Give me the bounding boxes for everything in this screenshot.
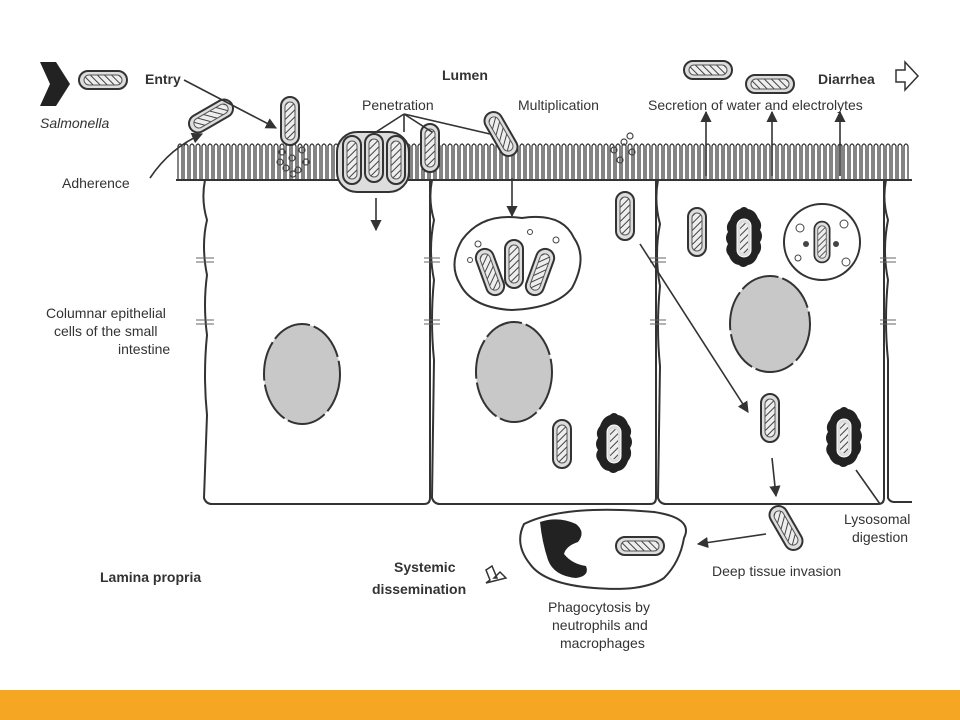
bacterium-diarrhea-2 (745, 74, 795, 94)
columnar-label-line-1: Columnar epithelial (46, 305, 166, 321)
lamina-propria-label: Lamina propria (100, 569, 201, 585)
diarrhea-arrow-icon (895, 60, 920, 92)
phagocytosis-label-line-3: macrophages (560, 635, 645, 651)
salmonella-arrow-icon (40, 62, 70, 106)
accent-bar (0, 690, 960, 720)
bacterium-lamina (765, 501, 807, 555)
salmonella-label: Salmonella (40, 115, 109, 131)
systemic-label-line-1: Systemic (394, 559, 456, 575)
salmonella-bacterium-icon (78, 70, 128, 90)
entry-label: Entry (145, 71, 181, 87)
columnar-label-line-2: cells of the small (54, 323, 157, 339)
nucleus-1 (263, 323, 341, 425)
adherence-label: Adherence (62, 175, 130, 191)
junction-marks (196, 257, 896, 325)
nucleus-3 (729, 275, 811, 373)
bacterium-cell3-dark (725, 206, 763, 268)
phagocytosis-label-line-2: neutrophils and (552, 617, 648, 633)
bacterium-cell2-a (552, 419, 572, 469)
brush-border (177, 143, 909, 180)
deep-tissue-label: Deep tissue invasion (712, 563, 841, 579)
lysosomal-label-line-2: digestion (852, 529, 908, 545)
nuclei (263, 275, 811, 425)
bacterium-cell3-exiting (760, 393, 780, 443)
vacuole-cell-2 (453, 215, 582, 312)
bacterium-diarrhea-1 (683, 60, 733, 80)
bacterium-cell2-dark (595, 412, 633, 474)
bacterium-entering (280, 96, 300, 146)
penetration-label: Penetration (362, 97, 434, 113)
systemic-label-line-2: dissemination (372, 581, 466, 597)
cell-1 (202, 179, 431, 505)
lysosomal-label-line-1: Lysosomal (844, 511, 910, 527)
diarrhea-label: Diarrhea (818, 71, 875, 87)
cell-2 (429, 179, 657, 505)
bacterium-cell3-invading (615, 191, 635, 241)
cell-4 (883, 179, 912, 503)
arrows (149, 79, 881, 549)
columnar-label-line-3: intestine (118, 341, 170, 357)
secretion-label: Secretion of water and electrolytes (648, 97, 863, 113)
lumen-label: Lumen (442, 67, 488, 83)
phagocytosis-label-line-1: Phagocytosis by (548, 599, 650, 615)
bacterium-cell3-a (687, 207, 707, 257)
phagocyte (519, 508, 687, 590)
lysosome-vacuole (783, 203, 861, 281)
systemic-arrow-icon (485, 564, 508, 584)
penetrating-bacteria (336, 123, 440, 193)
bacterium-adhering (184, 95, 238, 137)
membrane-ruffles (276, 132, 636, 178)
multiplication-label: Multiplication (518, 97, 599, 113)
nucleus-2 (475, 321, 553, 423)
microvilli (177, 143, 909, 180)
bacterium-lysosomal (825, 406, 863, 468)
